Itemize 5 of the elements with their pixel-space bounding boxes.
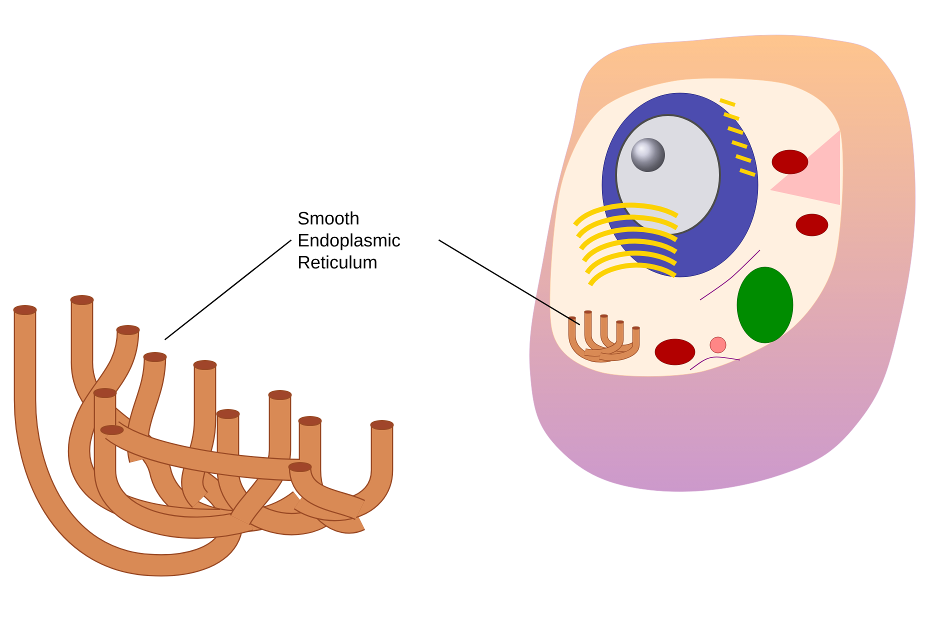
smooth-er-drawing — [13, 294, 394, 576]
smooth-er-drawing — [568, 310, 640, 362]
leader-line — [438, 239, 580, 326]
label-text: Smooth Endoplasmic Reticulum — [298, 211, 400, 269]
leader-line — [164, 239, 292, 340]
